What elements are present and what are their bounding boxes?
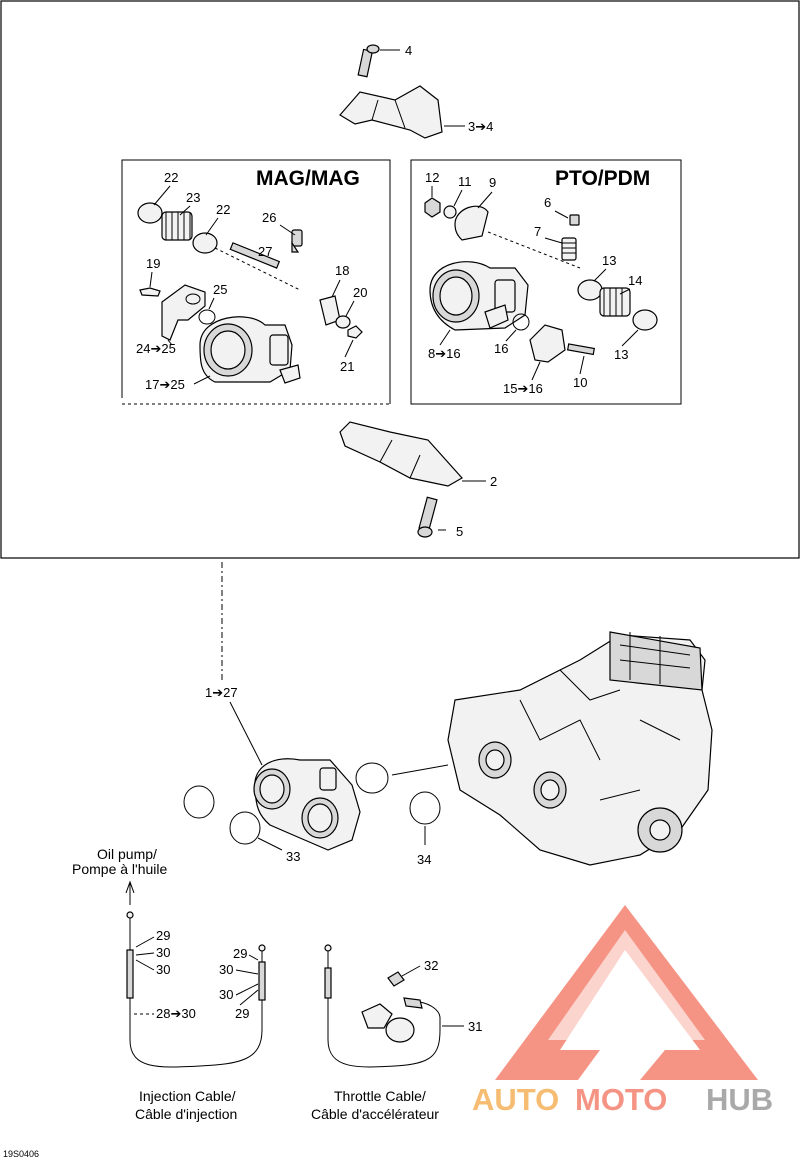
callout-pto-11: 11 xyxy=(458,174,472,189)
callout-mag-19: 19 xyxy=(146,256,160,271)
callout-mag-24-25: 24➔25 xyxy=(136,341,176,356)
callout-pto-6: 6 xyxy=(544,195,551,210)
callout-1-27: 1➔27 xyxy=(205,685,238,700)
callout-mag-27: 27 xyxy=(258,244,272,259)
watermark-text-moto: MOTO xyxy=(575,1082,667,1117)
callout-mag-26: 26 xyxy=(262,210,276,225)
pto-parts xyxy=(424,197,658,363)
mag-panel: MAG/MAG xyxy=(121,159,391,405)
pto-panel: PTO/PDM xyxy=(410,159,682,405)
callout-pto-8-16: 8➔16 xyxy=(428,346,461,361)
caption-injection-fr: Câble d'injection xyxy=(135,1106,237,1122)
caption-throttle-en: Throttle Cable/ xyxy=(334,1088,426,1104)
callout-29c: 29 xyxy=(235,1006,249,1021)
watermark-triangle-icon xyxy=(495,905,758,1080)
callout-pto-13a: 13 xyxy=(602,253,616,268)
callout-32: 32 xyxy=(424,958,438,973)
callout-30b: 30 xyxy=(156,962,170,977)
callout-2: 2 xyxy=(490,474,497,489)
callout-pto-9: 9 xyxy=(489,175,496,190)
watermark-text-auto: AUTO xyxy=(472,1082,559,1117)
callout-pto-7: 7 xyxy=(534,224,541,239)
callout-mag-17-25: 17➔25 xyxy=(145,377,185,392)
callout-30c: 30 xyxy=(219,962,233,977)
callout-pto-13b: 13 xyxy=(614,347,628,362)
callout-pto-16: 16 xyxy=(494,341,508,356)
callout-29a: 29 xyxy=(156,928,170,943)
callout-mag-21: 21 xyxy=(340,359,354,374)
callout-33: 33 xyxy=(286,849,300,864)
caption-oil-pump-fr: Pompe à l'huile xyxy=(72,861,168,877)
callout-mag-22a: 22 xyxy=(164,170,178,185)
callout-mag-25: 25 xyxy=(213,282,227,297)
callout-pto-14: 14 xyxy=(628,273,642,288)
caption-oil-pump-en: Oil pump/ xyxy=(97,846,157,862)
callout-3-4: 3➔4 xyxy=(468,119,493,134)
bottom-bracket xyxy=(339,421,463,538)
throttle-body-assembly xyxy=(253,758,361,851)
top-bracket xyxy=(339,44,443,139)
watermark-logo: AUTO MOTO HUB xyxy=(472,905,773,1117)
callout-30a: 30 xyxy=(156,945,170,960)
pto-panel-title: PTO/PDM xyxy=(555,167,650,190)
callout-29b: 29 xyxy=(233,946,247,961)
footer-code: 19S0406 xyxy=(3,1149,39,1159)
o-ring-left xyxy=(183,785,215,819)
engine-illustration xyxy=(447,631,713,866)
callout-mag-23: 23 xyxy=(186,190,200,205)
callout-31: 31 xyxy=(468,1019,482,1034)
upper-section-frame xyxy=(0,0,800,559)
mag-panel-title: MAG/MAG xyxy=(256,167,360,190)
o-ring-right xyxy=(229,811,261,845)
callout-pto-12: 12 xyxy=(425,170,439,185)
callout-34: 34 xyxy=(417,852,431,867)
callout-mag-22b: 22 xyxy=(216,202,230,217)
callout-4-top: 4 xyxy=(405,43,412,58)
callout-30d: 30 xyxy=(219,987,233,1002)
caption-throttle-fr: Câble d'accélérateur xyxy=(311,1106,439,1122)
callout-pto-10: 10 xyxy=(573,375,587,390)
injection-cable xyxy=(126,911,266,1068)
watermark-text-hub: HUB xyxy=(706,1082,773,1117)
callout-mag-18: 18 xyxy=(335,263,349,278)
caption-injection-en: Injection Cable/ xyxy=(139,1088,236,1104)
mag-parts xyxy=(137,202,363,384)
callout-5: 5 xyxy=(456,524,463,539)
callout-mag-20: 20 xyxy=(353,285,367,300)
throttle-cable xyxy=(324,944,441,1068)
clamps xyxy=(355,762,441,825)
callout-pto-15-16: 15➔16 xyxy=(503,381,543,396)
callout-28-30: 28➔30 xyxy=(156,1006,196,1021)
